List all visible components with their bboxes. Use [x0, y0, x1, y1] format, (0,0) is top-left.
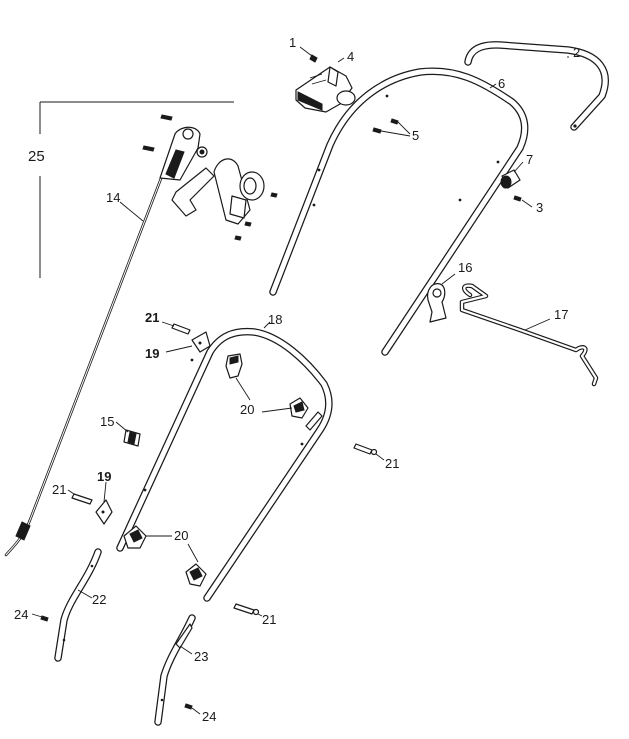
callout-24-left: 24 — [14, 607, 28, 622]
part-6-upper-handle — [269, 67, 529, 356]
part-21-screw-middle — [353, 443, 385, 461]
callout-18: 18 — [268, 312, 282, 327]
part-15-sleeve — [115, 421, 141, 447]
callout-21-middle: 21 — [385, 456, 399, 471]
callout-17: 17 — [554, 307, 568, 322]
part-20-knob-upper — [225, 353, 251, 401]
callout-21-lower-right: 21 — [262, 612, 276, 627]
callout-20-lower: 20 — [174, 528, 188, 543]
callout-19-upper: 19 — [145, 346, 159, 361]
part-7-knob — [500, 161, 524, 189]
part-18-lower-handle — [116, 327, 333, 602]
callout-1: 1 — [289, 35, 296, 50]
callout-21-upper: 21 — [145, 310, 159, 325]
part-20-knob-lower-right — [185, 543, 207, 587]
callout-14: 14 — [106, 190, 120, 205]
part-5-pins — [372, 118, 411, 137]
callout-15: 15 — [100, 414, 114, 429]
callout-5: 5 — [412, 128, 419, 143]
part-21-screw-upper — [161, 321, 191, 335]
part-2-top-grip — [464, 41, 609, 131]
callout-3: 3 — [536, 200, 543, 215]
part-16-clip — [427, 273, 456, 323]
part-20-knob-lower-left — [123, 525, 172, 549]
part-20-knob-right — [261, 397, 309, 419]
assembly-25-bracket — [39, 101, 234, 278]
part-3-screw — [513, 195, 533, 208]
callout-22: 22 — [92, 592, 106, 607]
part-4-control-box — [295, 66, 356, 113]
part-23-lower-tube — [154, 614, 196, 726]
callout-20-upper: 20 — [240, 402, 254, 417]
part-22-lower-tube — [54, 548, 102, 662]
part-14-cable — [4, 166, 167, 557]
callout-4: 4 — [347, 49, 354, 64]
throttle-control-assembly — [142, 114, 278, 241]
part-1-screw — [299, 46, 318, 63]
callout-6: 6 — [498, 76, 505, 91]
callout-21-lower-left: 21 — [52, 482, 66, 497]
part-21-screw-lower-left — [67, 489, 93, 505]
callout-7: 7 — [526, 152, 533, 167]
callout-19-lower: 19 — [97, 469, 111, 484]
part-19-lower-bracket — [95, 481, 113, 525]
callout-23: 23 — [194, 649, 208, 664]
callout-25: 25 — [28, 148, 45, 165]
part-19-upper-bracket — [165, 331, 211, 353]
part-24-screw-left — [31, 613, 49, 622]
part-24-screw-right — [184, 703, 201, 715]
callout-2: 2 — [573, 45, 580, 60]
part-21-screw-lower-right — [233, 603, 263, 617]
callout-24-right: 24 — [202, 709, 216, 724]
callout-16: 16 — [458, 260, 472, 275]
part-17-bail-rod — [459, 283, 599, 387]
